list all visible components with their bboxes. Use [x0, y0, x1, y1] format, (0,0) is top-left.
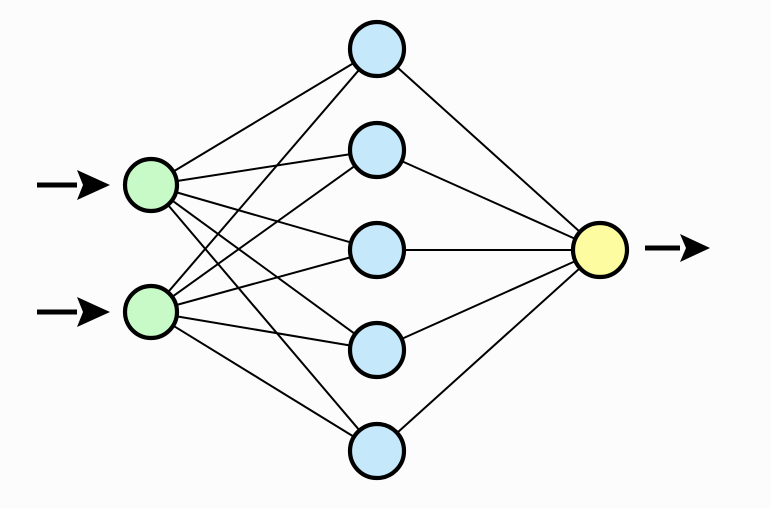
hidden-node-2[interactable]: [347, 120, 407, 180]
input-arrow-1: [37, 170, 110, 200]
edge-i1-h5: [165, 202, 362, 433]
hidden-node-1[interactable]: [347, 19, 407, 79]
edge-i2-h1: [165, 67, 362, 295]
input-arrow-2-head-icon: [77, 297, 110, 327]
edge-i2-h3: [173, 255, 354, 307]
hidden-node-5[interactable]: [347, 421, 407, 481]
edge-h4-o1: [399, 259, 578, 341]
edge-i1-h3: [173, 190, 354, 245]
edge-i1-h1: [171, 61, 357, 174]
edges-group: [165, 61, 583, 439]
edge-i2-h4: [174, 314, 353, 347]
input-arrow-1-head-icon: [77, 170, 110, 200]
hidden-node-4[interactable]: [347, 320, 407, 380]
io-arrows-group: [37, 170, 710, 327]
edge-i2-h5: [170, 323, 357, 439]
output-arrow-1: [645, 234, 710, 262]
output-arrow-1-head-icon: [680, 234, 710, 262]
edge-h2-o1: [399, 159, 578, 241]
input-node-1[interactable]: [122, 156, 180, 214]
output-node-1[interactable]: [570, 220, 630, 280]
edge-i1-h2: [174, 152, 353, 183]
nodes-group: [122, 19, 630, 481]
hidden-node-3[interactable]: [347, 220, 407, 280]
edge-h1-o1: [394, 64, 583, 235]
input-arrow-2: [37, 297, 110, 327]
edge-h5-o1: [394, 265, 583, 436]
edge-i2-h2: [169, 163, 358, 299]
input-node-2[interactable]: [122, 283, 180, 341]
edge-i1-h4: [169, 198, 358, 337]
